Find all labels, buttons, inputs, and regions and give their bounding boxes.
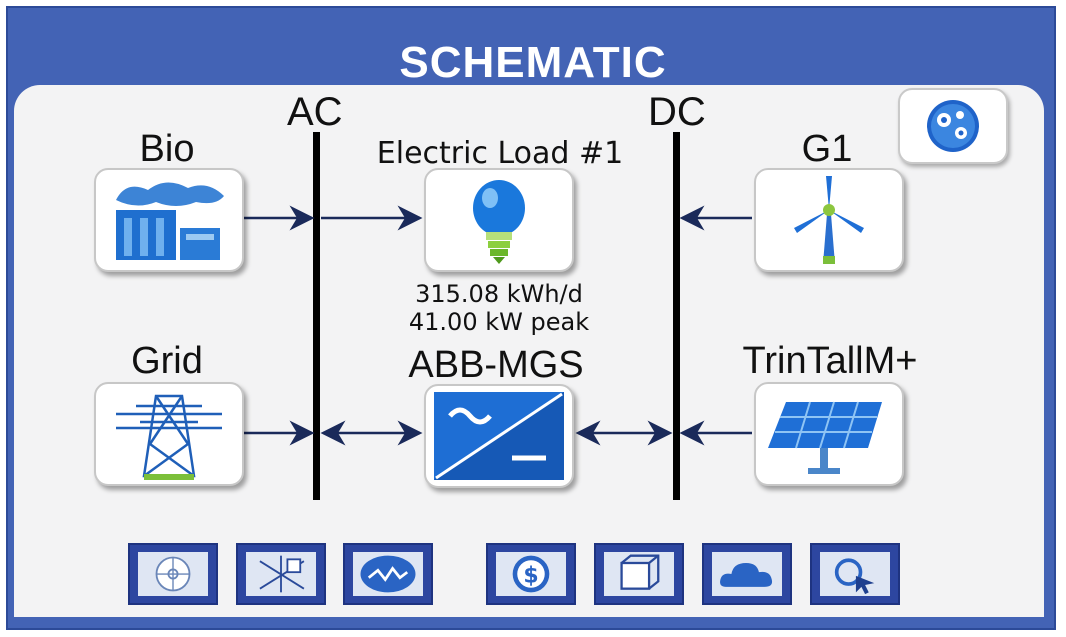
sensitivity-button[interactable] (236, 543, 326, 605)
svg-text:$: $ (523, 563, 538, 588)
electric-load-component[interactable] (424, 168, 574, 272)
ac-bus[interactable] (313, 132, 320, 500)
converter-icon (434, 392, 564, 480)
gears-icon (927, 100, 979, 152)
pv-label: TrinTallM+ (742, 340, 918, 382)
converter-label: ABB-MGS (408, 344, 584, 386)
grid-label: Grid (131, 340, 203, 382)
economics-button[interactable]: $ (486, 543, 576, 605)
electric-load-label: Electric Load #1 (376, 136, 624, 171)
ac-bus-label: AC (287, 90, 343, 134)
biomass-plant-icon (116, 182, 224, 260)
bio-label: Bio (139, 128, 195, 170)
load-peak-value: 41.00 kW peak (408, 308, 590, 336)
compass-icon (155, 556, 191, 592)
waveform-button[interactable] (343, 543, 433, 605)
cloud-icon (720, 563, 773, 587)
box-button[interactable] (594, 543, 684, 605)
dollar-icon: $ (512, 555, 550, 593)
converter-component[interactable] (424, 384, 574, 488)
dc-bus[interactable] (673, 132, 680, 500)
search-cursor-button[interactable] (810, 543, 900, 605)
wind-component[interactable] (754, 168, 904, 272)
dc-bus-label: DC (648, 90, 706, 134)
wind-turbine-icon (794, 176, 864, 264)
weather-button[interactable] (702, 543, 792, 605)
load-energy-value: 315.08 kWh/d (415, 280, 583, 308)
waveform-icon (360, 555, 416, 593)
solar-panel-icon (768, 401, 882, 474)
sensitivity-icon (259, 555, 305, 593)
bio-component[interactable] (94, 168, 244, 272)
power-tower-icon (116, 394, 222, 480)
compass-button[interactable] (128, 543, 218, 605)
schematic-title: SCHEMATIC (399, 38, 667, 87)
pv-component[interactable] (754, 382, 904, 486)
grid-component[interactable] (94, 382, 244, 486)
search-cursor-icon (834, 558, 875, 595)
view-options-button[interactable] (898, 88, 1008, 164)
light-bulb-icon (473, 180, 525, 264)
wind-label: G1 (801, 128, 853, 170)
box-icon (620, 554, 660, 590)
